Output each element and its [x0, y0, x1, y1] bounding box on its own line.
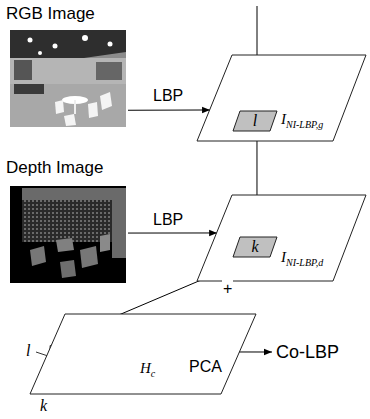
plane-outline: [195, 53, 368, 143]
image-panel: Depth Image: [4, 158, 128, 285]
photo-table: [74, 100, 76, 114]
plane-label: Hc: [140, 358, 155, 384]
plane-outline: [195, 193, 368, 283]
subscript-text: c: [151, 368, 155, 379]
photo-ceiling: [10, 30, 126, 60]
image-panel: RGB Image: [4, 4, 128, 129]
connector-arrow: [128, 109, 210, 110]
depth-chair: [80, 246, 98, 268]
symbol-text: I: [281, 249, 286, 265]
photo-window: [96, 62, 122, 80]
edge-label: PCA: [188, 358, 223, 376]
connector-arrow: [239, 351, 272, 352]
photo-chair: [88, 102, 98, 118]
plane-label: INI-LBP,g: [281, 109, 323, 135]
feature-plane: INI-LBP,gl: [195, 53, 368, 143]
histogram-plane: Hc: [28, 312, 258, 396]
patch-outline: [233, 237, 277, 257]
photo-floor: [10, 84, 126, 127]
photo-light: [108, 42, 113, 47]
edge-label: +: [222, 280, 233, 298]
photo-light: [82, 35, 88, 41]
patch-index: l: [232, 111, 278, 131]
photo-light: [53, 44, 58, 49]
rgb-photo: [10, 30, 126, 127]
axis-index: l: [26, 342, 30, 360]
patch-outline: [233, 111, 277, 131]
plane-outline: [197, 55, 366, 141]
photo-window: [14, 60, 32, 80]
plane-outline: [197, 195, 366, 281]
photo-light: [38, 51, 42, 55]
symbol-text: I: [281, 111, 286, 127]
edge-label: LBP: [152, 211, 184, 229]
plane-outline: [30, 314, 256, 394]
depth-photo: [10, 186, 126, 283]
output-text: Co-LBP: [272, 341, 339, 363]
photo-couch: [14, 84, 44, 94]
depth-chair: [30, 246, 46, 266]
patch-cell: k: [232, 236, 278, 258]
image-title: Depth Image: [6, 158, 103, 178]
image-title: RGB Image: [6, 4, 95, 24]
leader-line: [36, 352, 48, 356]
depth-wall: [112, 188, 126, 258]
photo-chair: [64, 114, 76, 126]
photo-light: [28, 38, 33, 43]
edge-label: LBP: [152, 87, 184, 105]
subscript-text: NI-LBP,g: [286, 119, 323, 130]
axis-index: k: [40, 397, 47, 415]
symbol-text: H: [140, 360, 151, 376]
depth-chair: [100, 234, 110, 252]
patch-cell: l: [232, 110, 278, 132]
subscript-text: NI-LBP,d: [286, 257, 323, 268]
photo-chair: [100, 92, 112, 110]
photo-chair: [55, 100, 64, 114]
depth-noise: [22, 200, 112, 242]
depth-chair: [60, 260, 76, 278]
depth-wall: [22, 188, 126, 200]
connector-arrow: [128, 232, 217, 233]
output-label: Co-LBP: [272, 341, 342, 363]
plane-outline: [28, 312, 258, 396]
feature-plane: INI-LBP,dk: [195, 193, 368, 283]
depth-chair: [56, 238, 74, 252]
plane-label: INI-LBP,d: [281, 247, 323, 273]
photo-wall: [10, 58, 126, 84]
patch-index: k: [232, 237, 278, 257]
